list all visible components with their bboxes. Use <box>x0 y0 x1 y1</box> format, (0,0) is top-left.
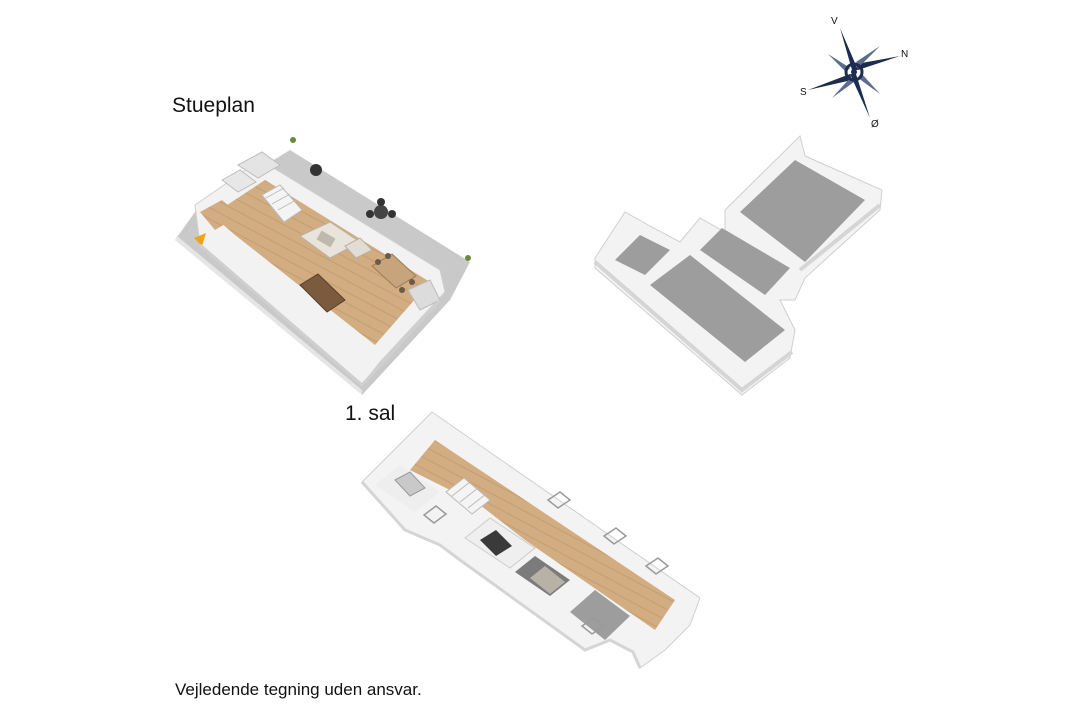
compass-east-label: Ø <box>871 119 879 130</box>
first-floor-staircase <box>445 477 491 515</box>
compass-north-label: N <box>901 49 908 60</box>
ground-entrance-hall <box>200 200 240 230</box>
disclaimer-text: Vejledende tegning uden ansvar. <box>175 680 422 699</box>
first-floor-plan <box>360 411 701 669</box>
first-floor-label: 1. sal <box>345 402 396 425</box>
living-room-furniture <box>299 221 373 259</box>
kitchen-counter <box>299 273 346 313</box>
compass-west-label: V <box>831 16 838 27</box>
ground-bathroom <box>237 151 281 179</box>
grey-room-large-right <box>740 160 865 262</box>
compass-south-label: S <box>800 87 807 98</box>
first-floor-wood-floor <box>410 440 675 630</box>
grey-room-small <box>615 235 670 275</box>
grey-room-large-left <box>650 255 785 362</box>
bed-left <box>394 471 426 497</box>
terrace-edge <box>175 236 362 395</box>
grey-room-middle <box>700 228 790 295</box>
grey-floor-plan <box>593 135 883 396</box>
first-grey-room <box>570 590 630 640</box>
bed-middle <box>480 530 512 556</box>
bathroom-rug <box>530 566 565 594</box>
ground-floor-plan <box>175 137 471 395</box>
ground-staircase <box>261 184 303 223</box>
compass-rose-icon <box>808 28 900 118</box>
terrace-furniture <box>290 137 471 261</box>
entrance-arrow-icon <box>194 233 206 246</box>
ground-floor-label: Stueplan <box>172 94 255 117</box>
ground-wood-floor <box>212 180 430 345</box>
skylights <box>422 491 670 635</box>
ground-utility <box>221 169 257 193</box>
dining-table <box>371 253 417 293</box>
